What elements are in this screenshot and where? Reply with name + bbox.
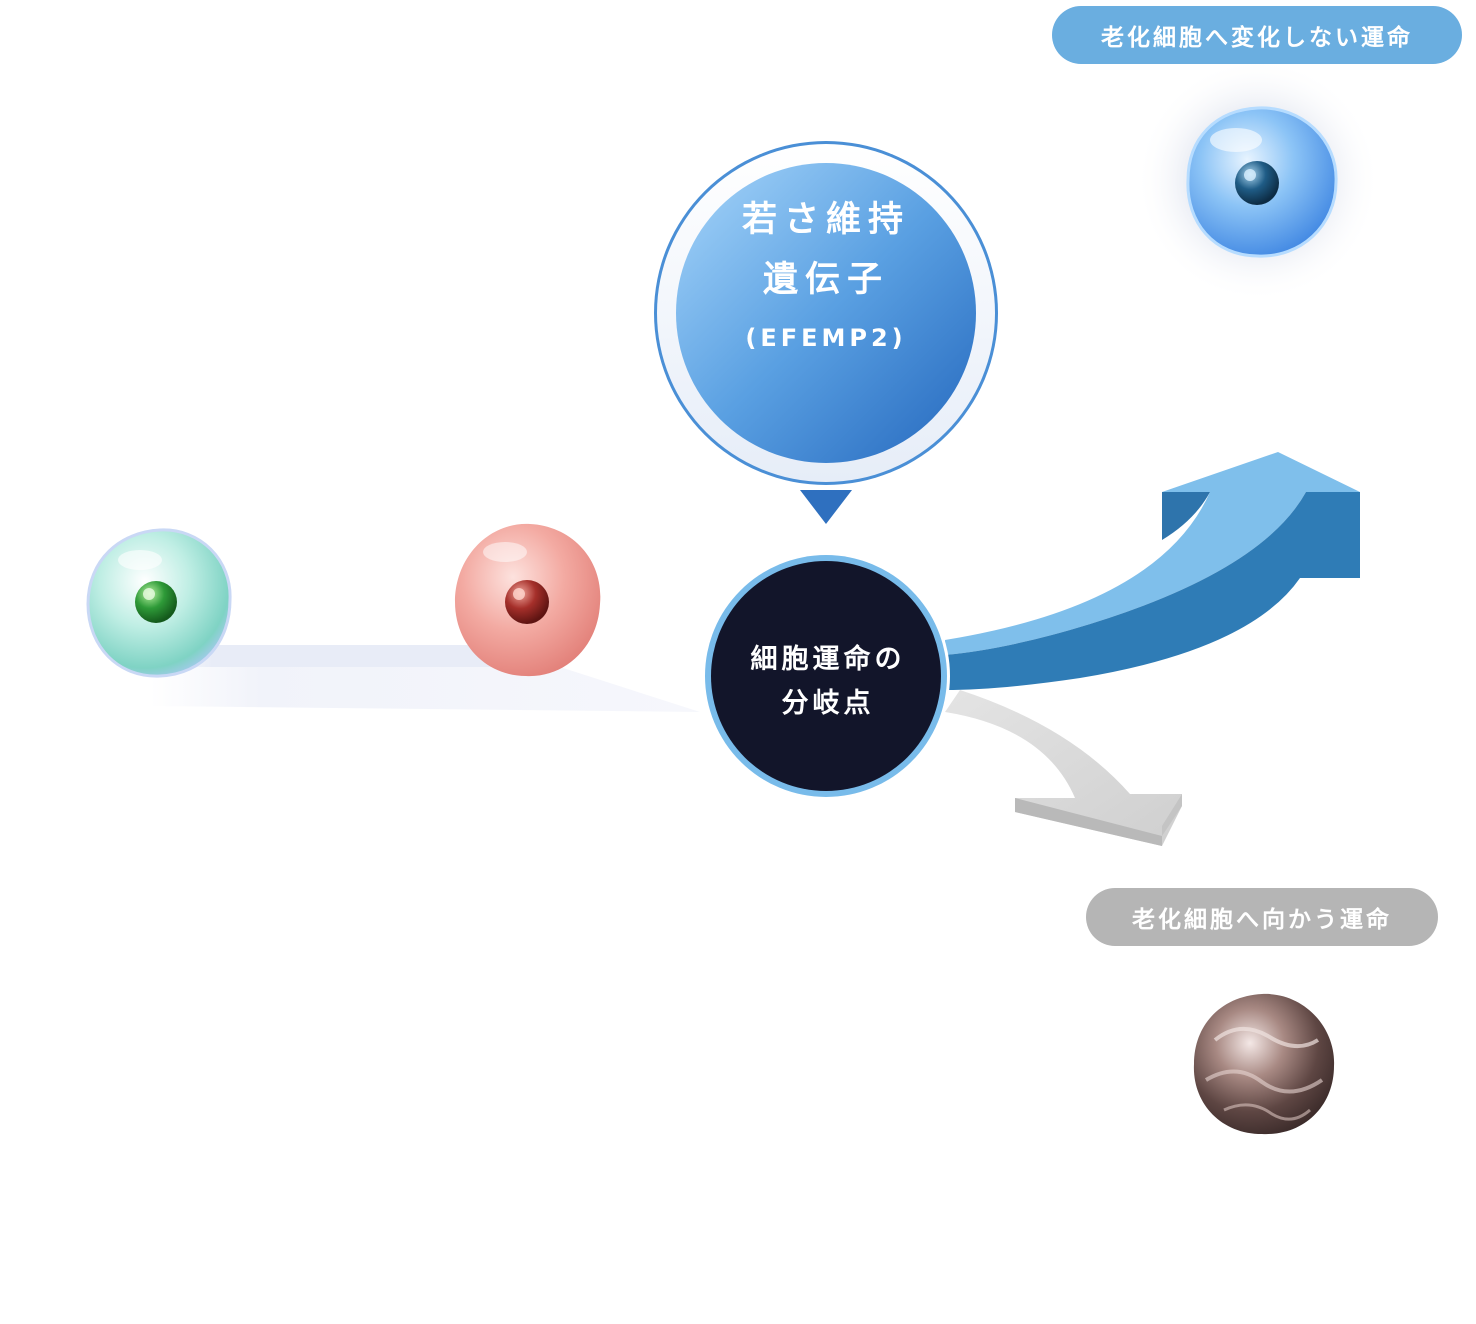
blue-healthy-cell-icon [1136,58,1380,302]
branch-point-line2: 分岐点 [781,688,875,719]
track-band-upper [160,645,510,667]
gene-bubble [654,141,998,524]
track-band-lower [150,667,700,712]
senescent-cell-icon [1193,993,1335,1135]
arrow-to-aging [945,690,1182,846]
green-cell-icon [86,528,232,678]
fate-no-aging-label: 老化細胞へ変化しない運命 [1052,6,1462,64]
arrow-no-aging [945,452,1360,690]
gene-bubble-text: 若さ維持 遺伝子 (EFEMP2) [676,190,976,440]
gene-bubble-line3: (EFEMP2) [745,324,907,352]
red-cell-icon [455,523,601,677]
fate-to-aging-label: 老化細胞へ向かう運命 [1086,888,1438,946]
gene-bubble-line2: 遺伝子 [762,260,889,300]
branch-point-label: 細胞運命の 分岐点 [708,638,948,726]
branch-point-line1: 細胞運命の [750,644,906,675]
gene-bubble-line1: 若さ維持 [741,200,910,240]
